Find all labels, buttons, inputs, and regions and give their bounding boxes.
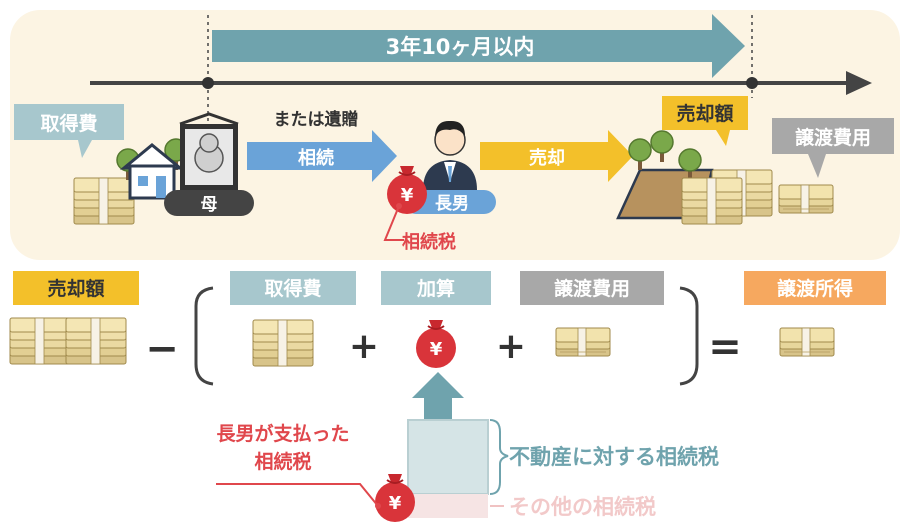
plus-sign-1: +	[349, 326, 379, 367]
money-stack-acquisition-formula	[252, 319, 314, 367]
money-stack-transfer-formula	[555, 327, 611, 357]
money-stack-income	[779, 327, 835, 357]
timeline-end-dot	[746, 77, 758, 89]
money-stack-transfer-top	[778, 184, 834, 214]
eldest-son-label-pill	[404, 190, 496, 214]
acquisition-cost-callout	[14, 104, 124, 158]
timeline-arrowhead	[846, 71, 872, 95]
equals-sign: =	[708, 324, 742, 370]
transfer-cost-callout-top	[772, 118, 894, 178]
eldest-son-icon	[423, 120, 477, 190]
sale-amount-label-top: 売却額	[676, 102, 733, 125]
transfer-cost-label: 譲渡費用	[554, 277, 630, 300]
other-tax-label: その他の相続税	[509, 495, 656, 519]
inheritance-label: 相続	[298, 147, 334, 169]
real-estate-tax-label: 不動産に対する相続税	[509, 445, 719, 469]
transfer-cost-label-top: 譲渡費用	[795, 126, 871, 149]
money-stack-sale-front	[681, 177, 743, 225]
transfer-cost-box	[520, 271, 664, 305]
inheritance-tax-bag-icon: ¥	[386, 165, 428, 215]
sale-label: 売却	[529, 147, 565, 169]
sale-arrow	[480, 130, 633, 182]
real-estate-brace	[489, 419, 509, 495]
other-tax-segment	[408, 494, 488, 518]
inheritance-tax-label: 相続税	[402, 231, 456, 253]
mother-label-pill	[164, 190, 254, 216]
transfer-income-box	[744, 271, 886, 305]
paid-tax-bag-icon: ¥	[374, 473, 416, 523]
right-bracket	[679, 286, 699, 386]
real-estate-tax-segment	[407, 419, 489, 495]
left-bracket	[194, 286, 214, 386]
bequest-label: または遺贈	[274, 109, 359, 130]
money-stack-sale-1	[9, 317, 71, 365]
eldest-son-label: 長男	[435, 194, 469, 214]
period-label: 3年10ヶ月以内	[386, 35, 535, 59]
addition-tax-bag-icon: ¥	[415, 319, 457, 369]
mother-label: 母	[201, 195, 218, 215]
inheritance-arrow	[247, 130, 397, 182]
mother-portrait-icon	[179, 112, 239, 190]
acquisition-cost-label: 取得費	[264, 277, 321, 300]
money-stack-acquisition	[73, 177, 135, 225]
yen-symbol-top: ¥	[401, 185, 414, 206]
acquisition-cost-box	[230, 271, 356, 305]
period-arrow	[212, 14, 745, 78]
acquisition-cost-label-top: 取得費	[40, 112, 97, 135]
money-stack-sale-2	[65, 317, 127, 365]
addition-box	[381, 271, 491, 305]
yen-symbol-formula: ¥	[430, 339, 443, 360]
addition-label: 加算	[416, 277, 455, 300]
plus-sign-2: +	[496, 326, 526, 367]
paid-tax-label-line2: 相続税	[254, 450, 311, 473]
timeline-start-dot	[202, 77, 214, 89]
paid-tax-label-line1: 長男が支払った	[216, 422, 349, 445]
transfer-income-label: 譲渡所得	[777, 277, 853, 300]
sale-amount-label: 売却額	[47, 277, 104, 300]
minus-sign: −	[145, 326, 179, 372]
paid-tax-leader-line	[216, 483, 379, 507]
yen-symbol-bottom: ¥	[389, 493, 402, 514]
house-icon	[119, 143, 185, 200]
sale-amount-callout-top	[662, 96, 748, 146]
sale-amount-box	[13, 271, 139, 305]
